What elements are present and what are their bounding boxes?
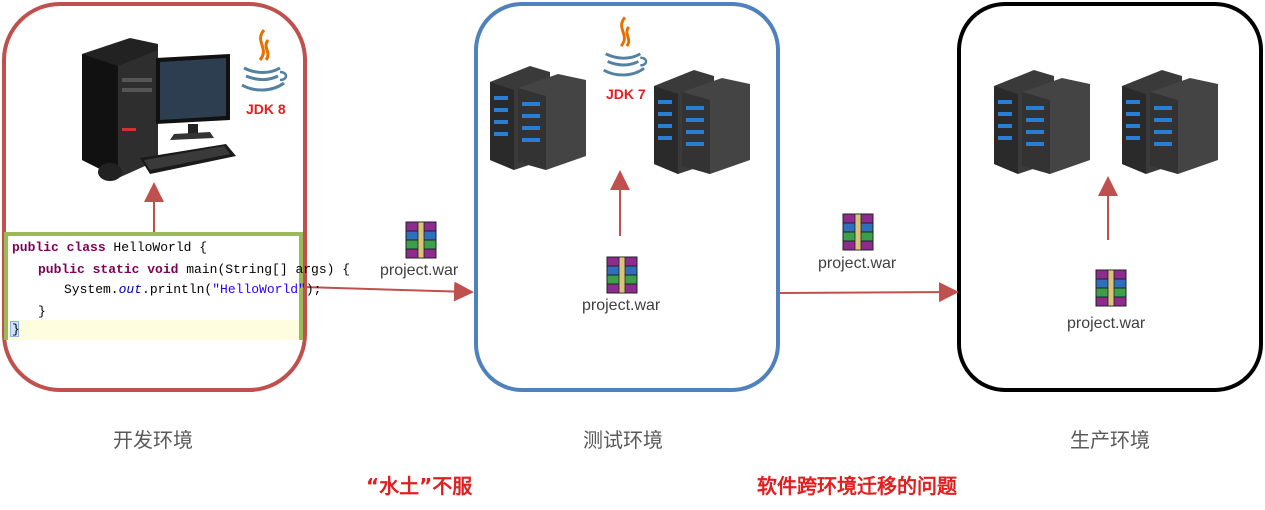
archive-file-icon <box>842 213 874 251</box>
code-line: System.out.println("HelloWorld"); <box>64 282 322 297</box>
archive-file-icon <box>1095 269 1127 307</box>
text-cursor <box>10 321 19 337</box>
prod-environment-label: 生产环境 <box>1070 428 1150 452</box>
prod-environment-box <box>957 2 1263 392</box>
test-environment-label: 测试环境 <box>583 428 663 452</box>
code-line: } <box>12 322 20 337</box>
server-rack-icon <box>994 70 1090 174</box>
arrow-test-to-prod <box>779 282 959 303</box>
arrow-dev-to-test <box>302 281 474 302</box>
desktop-computer-icon <box>82 38 236 181</box>
caption-left: “水土”不服 <box>366 474 473 498</box>
archive-file-icon <box>606 256 638 294</box>
archive-file-icon <box>405 221 437 259</box>
server-rack-icon <box>490 66 586 170</box>
code-line: } <box>38 304 46 319</box>
war-file-label: project.war <box>1067 315 1146 332</box>
code-line: public class HelloWorld { <box>12 240 208 255</box>
server-rack-icon <box>654 70 750 174</box>
war-file-label: project.war <box>818 255 897 272</box>
java-logo-icon <box>603 16 648 77</box>
server-rack-icon <box>1122 70 1218 174</box>
test-jdk-label: JDK 7 <box>606 86 646 102</box>
dev-jdk-label: JDK 8 <box>246 101 286 117</box>
code-line: public static void main(String[] args) { <box>38 262 351 277</box>
code-snippet-panel: public class HelloWorld { public static … <box>4 232 350 340</box>
dev-environment-label: 开发环境 <box>113 428 193 452</box>
war-file-label: project.war <box>582 297 661 314</box>
war-file-label: project.war <box>380 262 459 279</box>
test-environment-box <box>474 2 780 392</box>
caption-right: 软件跨环境迁移的问题 <box>757 474 957 498</box>
java-logo-icon <box>241 29 288 92</box>
